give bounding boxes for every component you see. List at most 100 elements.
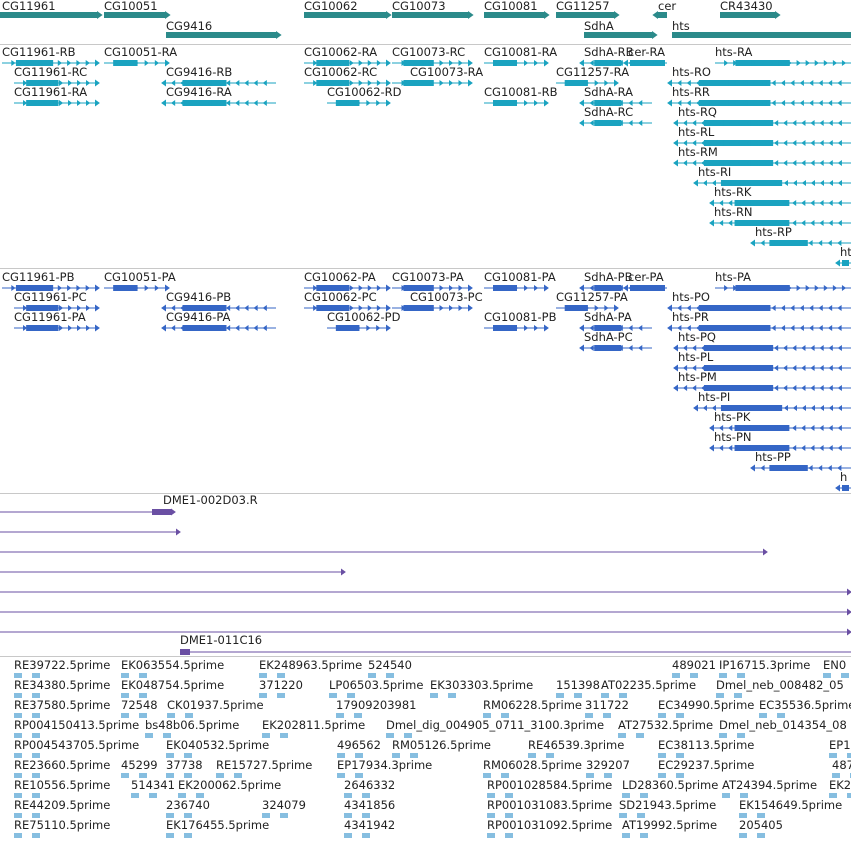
est-label[interactable]: 236740 [166,798,210,812]
transcript-label[interactable]: hts-PA [715,270,752,284]
est-block[interactable] [676,753,684,758]
est-block[interactable] [392,753,400,758]
gene-bar[interactable] [0,12,97,18]
est-label[interactable]: EK248963.5prime [259,658,363,672]
est-block[interactable] [737,673,745,678]
transcript-exon[interactable] [734,200,790,206]
transcript-label[interactable]: hts-PQ [678,330,716,344]
transcript-label[interactable]: hts-PM [678,370,717,384]
est-block[interactable] [483,713,491,718]
est-label[interactable]: 324079 [262,798,306,812]
est-label[interactable]: LP06503.5prime [329,678,424,692]
transcript-label[interactable]: SdhA-RA [584,85,634,99]
est-block[interactable] [585,713,593,718]
est-block[interactable] [722,793,730,798]
transcript-exon[interactable] [734,220,790,226]
est-label[interactable]: 4341856 [344,798,396,812]
est-label[interactable]: RE39722.5prime [14,658,111,672]
est-block[interactable] [658,713,666,718]
est-block[interactable] [234,773,242,778]
est-block[interactable] [636,733,644,738]
est-label[interactable]: 151398 [556,678,600,692]
est-block[interactable] [719,733,727,738]
transcript-label[interactable]: hts-RO [672,65,711,79]
transcript-label[interactable]: CG11257-RA [556,65,630,79]
est-block[interactable] [362,833,370,838]
gene-label[interactable]: SdhA [584,19,614,33]
est-block[interactable] [14,793,22,798]
est-block[interactable] [528,753,536,758]
est-block[interactable] [184,813,192,818]
est-block[interactable] [823,673,831,678]
est-block[interactable] [139,773,147,778]
transcript-label[interactable]: CG11961-PC [14,290,87,304]
est-block[interactable] [280,813,288,818]
transcript-label[interactable]: CG9416-PB [166,290,232,304]
transcript-exon[interactable] [842,260,849,266]
est-label[interactable]: 72548 [121,698,158,712]
est-label[interactable]: EK176455.5prime [166,818,270,832]
est-block[interactable] [487,793,495,798]
est-label[interactable]: Dmel_neb_008482_05 [716,678,844,692]
transcript-label[interactable]: CG10062-PA [304,270,376,284]
est-label[interactable]: 489021 [672,658,716,672]
est-label[interactable]: RE44209.5prime [14,798,111,812]
est-block[interactable] [658,773,666,778]
est-label[interactable]: EK040532.5prime [166,738,270,752]
est-block[interactable] [139,713,147,718]
est-block[interactable] [556,693,564,698]
est-block[interactable] [131,793,139,798]
est-block[interactable] [690,673,698,678]
transcript-label[interactable]: hts-PN [714,430,752,444]
transcript-exon[interactable] [594,120,622,126]
est-label[interactable]: EK303303.5prime [430,678,534,692]
est-block[interactable] [604,773,612,778]
gene-label[interactable]: CG10081 [484,0,538,13]
est-block[interactable] [32,833,40,838]
est-label[interactable]: EK063554.5prime [121,658,225,672]
est-label[interactable]: EC35536.5prime [759,698,851,712]
est-block[interactable] [355,773,363,778]
transcript-exon[interactable] [15,60,54,66]
est-block[interactable] [716,693,724,698]
transcript-exon[interactable] [182,325,227,331]
est-label[interactable]: 487 [832,758,851,772]
est-label[interactable]: 2646332 [344,778,396,792]
est-block[interactable] [658,753,666,758]
est-label[interactable]: EK048754.5prime [121,678,225,692]
transcript-label[interactable]: hts-RL [678,125,715,139]
est-label[interactable]: RP001031083.5prime [487,798,613,812]
est-block[interactable] [337,753,345,758]
est-block[interactable] [355,753,363,758]
est-block[interactable] [32,713,40,718]
est-block[interactable] [121,713,129,718]
est-block[interactable] [505,793,513,798]
est-block[interactable] [483,773,491,778]
est-block[interactable] [178,793,186,798]
est-block[interactable] [277,693,285,698]
transcript-exon[interactable] [769,465,808,471]
est-block[interactable] [344,793,352,798]
transcript-exon[interactable] [594,285,622,291]
est-block[interactable] [139,693,147,698]
est-block[interactable] [14,813,22,818]
est-block[interactable] [336,713,344,718]
transcript-label[interactable]: CG10051-RA [104,45,178,59]
est-label[interactable]: AT19992.5prime [622,818,718,832]
est-label[interactable]: RE10556.5prime [14,778,111,792]
gene-bar[interactable] [584,32,652,38]
est-block[interactable] [166,773,174,778]
est-block[interactable] [163,733,171,738]
est-block[interactable] [337,773,345,778]
est-block[interactable] [259,693,267,698]
est-block[interactable] [14,833,22,838]
est-block[interactable] [505,833,513,838]
est-block[interactable] [32,733,40,738]
est-label[interactable]: 205405 [739,818,783,832]
est-block[interactable] [14,673,22,678]
est-block[interactable] [410,753,418,758]
est-block[interactable] [277,673,285,678]
transcript-label[interactable]: cer-RA [628,45,665,59]
est-block[interactable] [121,673,129,678]
transcript-label[interactable]: CG10062-PC [304,290,377,304]
